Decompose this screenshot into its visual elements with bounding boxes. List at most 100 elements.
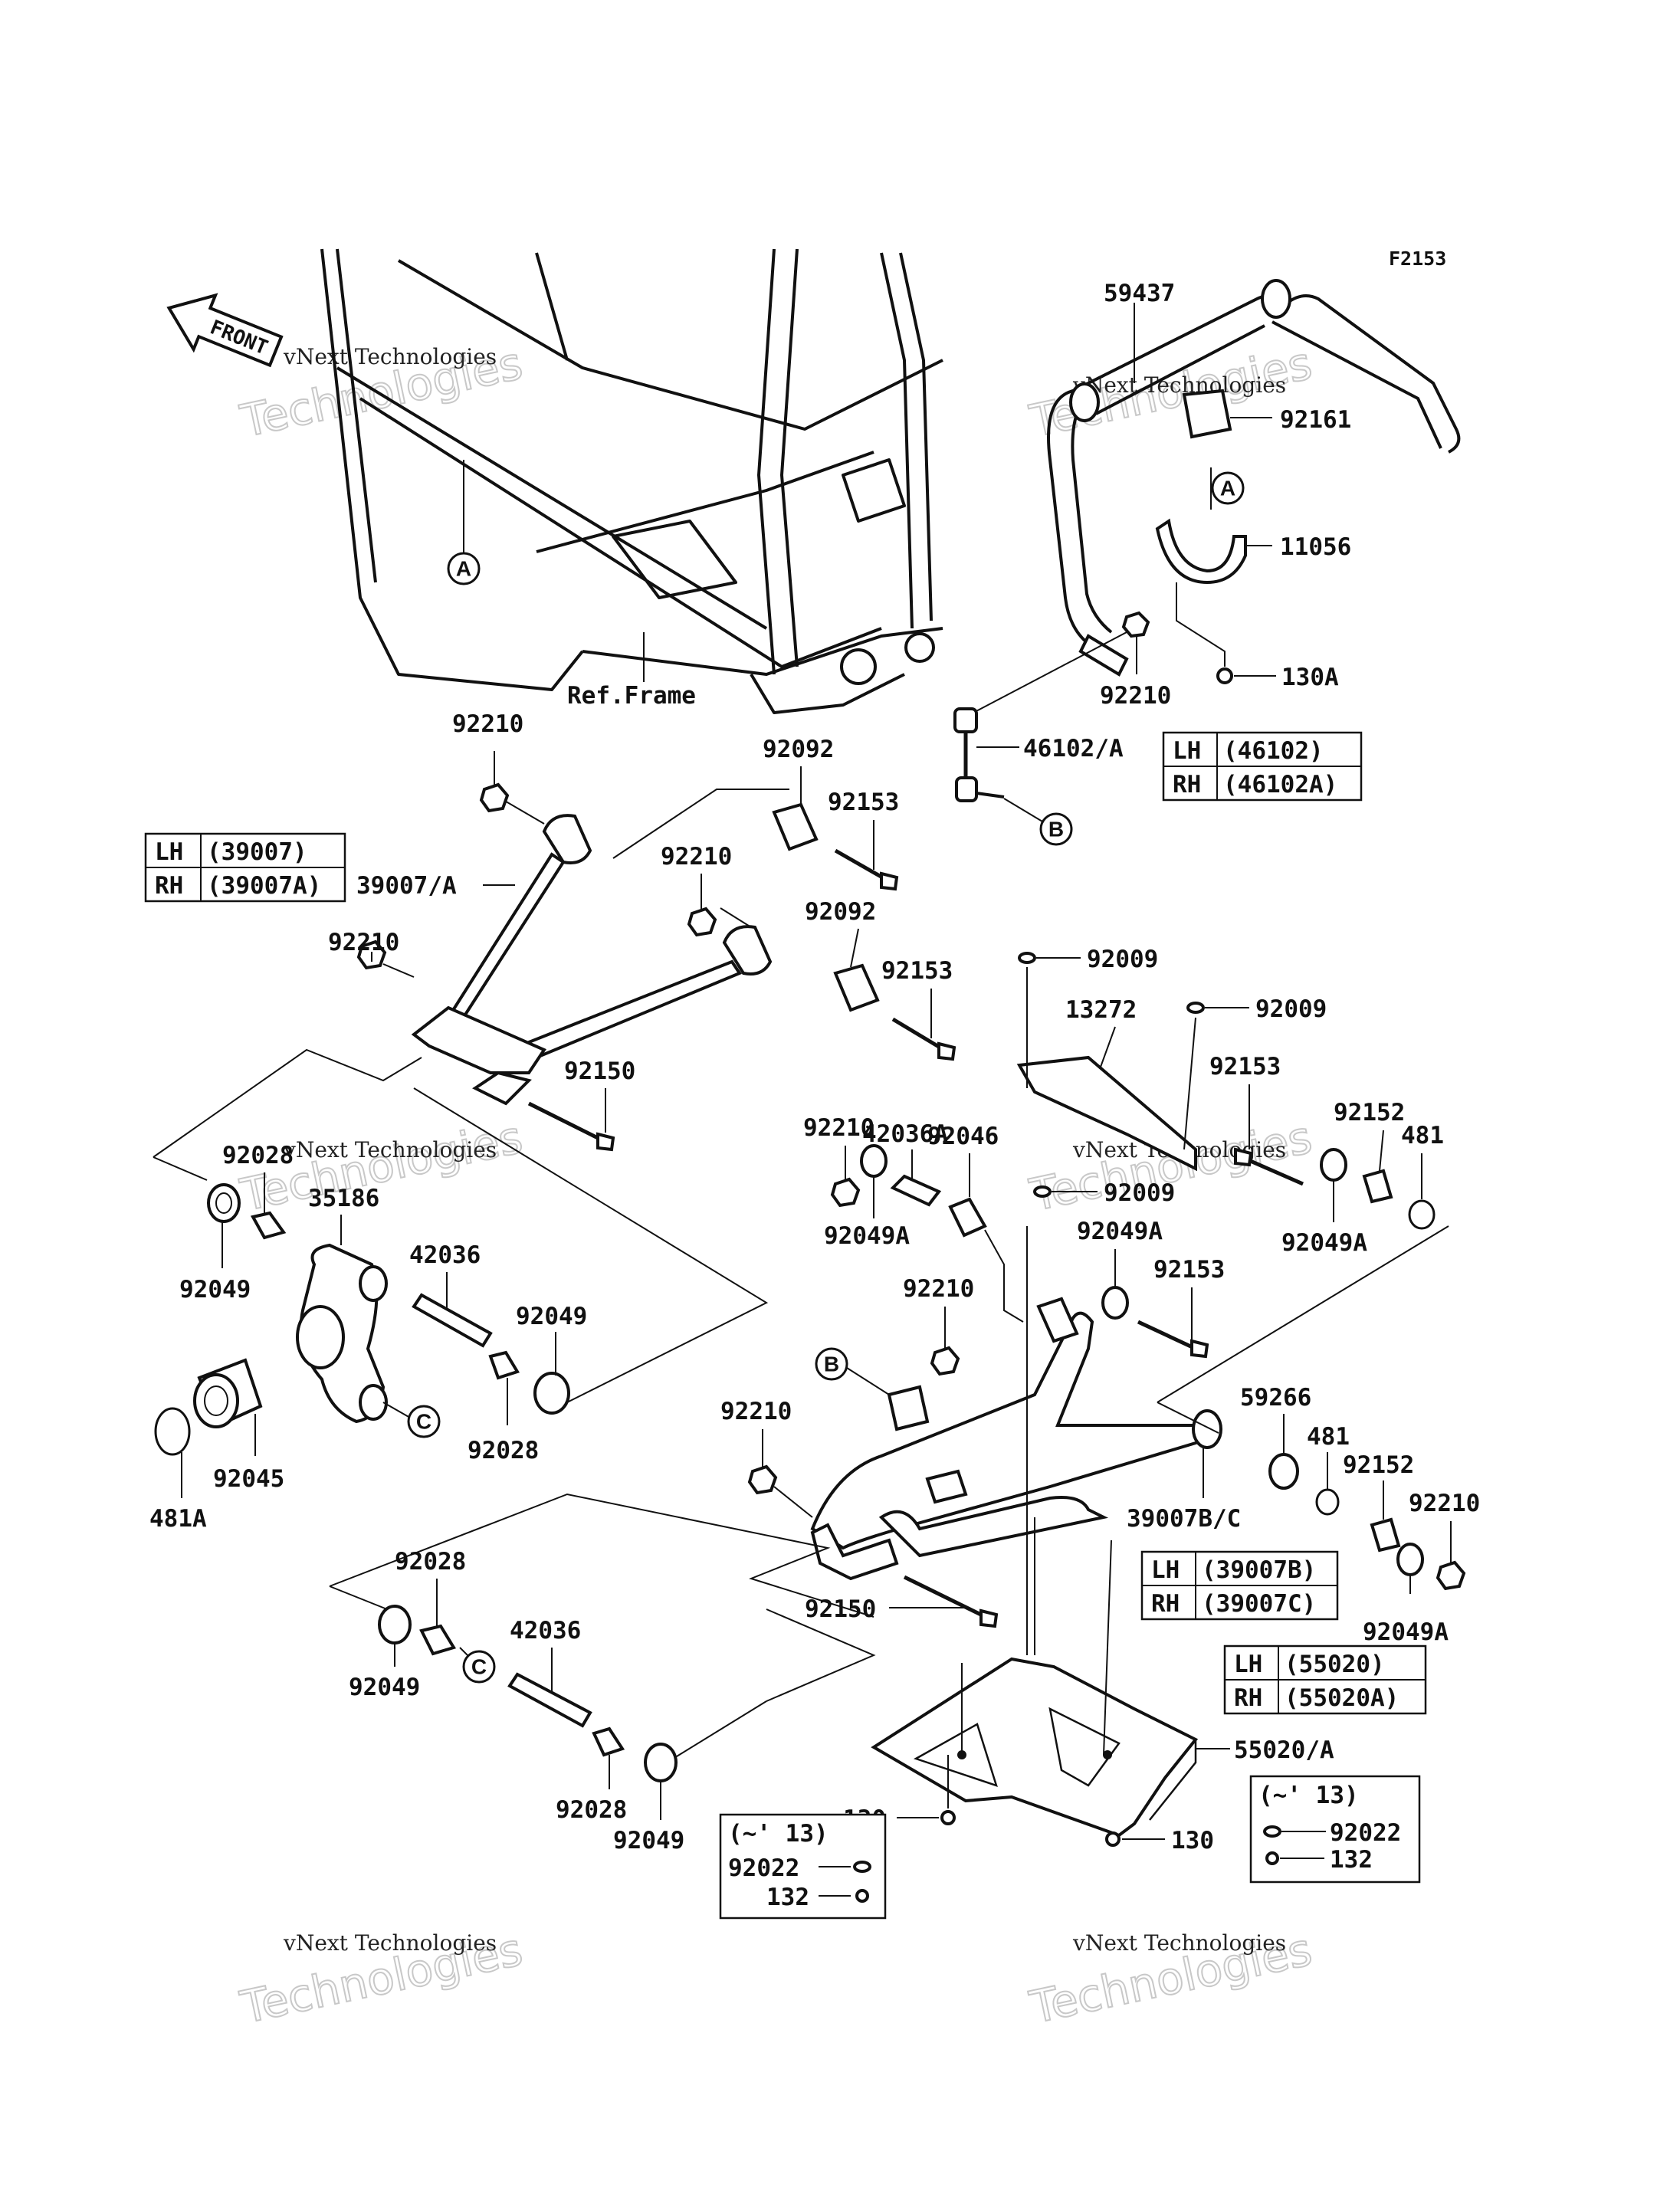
leader-line	[766, 1608, 876, 1702]
watermark-text: vNext Technologies	[283, 1137, 497, 1162]
part-label-92049-d: 92049	[613, 1827, 684, 1854]
frame-rail	[320, 248, 584, 691]
stabilizer-bar	[1047, 389, 1105, 661]
part-92152-collar	[1362, 1169, 1393, 1204]
arm-bracket-b	[887, 1385, 930, 1431]
part-92161-bushing	[1182, 389, 1232, 439]
part-481-circlip	[1315, 1488, 1340, 1516]
part-92009-screw	[1018, 952, 1036, 964]
leader-line	[720, 907, 752, 928]
part-13272-guard	[1016, 1055, 1197, 1172]
bar-end	[1261, 279, 1291, 319]
part-label-92046: 92046	[927, 1123, 999, 1150]
part-130-bolt	[940, 1810, 956, 1825]
frame-rail	[336, 248, 377, 583]
leader-line	[1176, 582, 1226, 667]
part-92028-collar	[592, 1726, 625, 1757]
frame-rail	[336, 366, 768, 630]
part-label-92009-b: 92009	[1255, 995, 1327, 1023]
frame-upright	[880, 252, 914, 629]
watermark-top-left: Technologies vNext Technologies	[235, 336, 528, 448]
circle-ref-b-arm: B	[815, 1347, 848, 1381]
part-label-92153-d: 92153	[1153, 1256, 1225, 1284]
frame-bushing	[904, 632, 935, 663]
table-39007: LH RH (39007) (39007A)	[144, 832, 346, 903]
part-92092-bushing	[772, 802, 819, 851]
washer-icon	[1263, 1825, 1281, 1838]
circle-ref-letter: A	[1220, 477, 1235, 500]
stabilizer-bar	[1286, 294, 1461, 454]
part-label-92152-b: 92152	[1343, 1451, 1414, 1479]
note-box-left: (~' 13) 92022 132	[719, 1813, 887, 1920]
part-481-circlip	[1408, 1199, 1436, 1230]
table-rh: RH	[1234, 1684, 1262, 1712]
part-92210-nut	[1436, 1560, 1466, 1591]
part-label-92153-c: 92153	[1209, 1053, 1281, 1080]
arm-ball-joint-plate	[472, 1071, 532, 1106]
part-label-42036-a: 42036	[409, 1241, 481, 1269]
part-label-92028-b: 92028	[468, 1437, 539, 1464]
table-lh: LH	[1173, 737, 1201, 765]
circle-ref	[815, 1347, 848, 1381]
frame-upright	[899, 252, 933, 621]
part-label-92092-b: 92092	[805, 898, 876, 926]
leader-line	[973, 631, 1127, 713]
part-92150-bolt	[527, 1101, 607, 1144]
bar-end-bracket	[1078, 634, 1129, 677]
part-label-92150-a: 92150	[564, 1058, 635, 1085]
part-label-92009-a: 92009	[1087, 946, 1158, 973]
bolt-icon	[855, 1889, 869, 1903]
front-arrow: FRONT	[166, 293, 284, 368]
part-130A-bolt	[1216, 667, 1233, 684]
washer-icon	[853, 1861, 871, 1873]
skid-plate-cutout	[1048, 1707, 1121, 1787]
frame-upright	[780, 248, 799, 667]
skid-plate-edge	[1134, 1707, 1197, 1821]
part-92049-seal	[533, 1372, 570, 1415]
table-lh: LH	[1234, 1651, 1262, 1678]
part-46102-link	[953, 631, 1127, 802]
leader-line	[153, 1156, 208, 1181]
part-42036-tube	[412, 1293, 493, 1348]
part-label-92210-e: 92210	[803, 1114, 874, 1142]
arm-tube	[450, 852, 566, 1026]
part-label-92210-d: 92210	[661, 843, 732, 871]
note-title: (~' 13)	[1258, 1782, 1359, 1809]
knuckle-eye	[359, 1265, 388, 1302]
skid-plate	[871, 1657, 1199, 1838]
note-part-2: 132	[1330, 1846, 1373, 1874]
frame-upright	[757, 248, 776, 675]
frame-crossmember	[536, 451, 874, 553]
frame-rail	[397, 259, 943, 431]
part-42036A-tube	[890, 1174, 942, 1207]
circle-ref-letter: B	[824, 1353, 839, 1376]
frame-bushing	[840, 648, 877, 685]
arm-shock-mount	[1036, 1297, 1079, 1343]
part-92049-seal	[378, 1605, 412, 1644]
circle-ref	[462, 1650, 496, 1684]
arm-pivot	[810, 1523, 899, 1581]
leader-line	[850, 928, 859, 968]
table-lh: LH	[1151, 1556, 1180, 1584]
part-label-92210-g: 92210	[720, 1398, 792, 1425]
part-label-42036-b: 42036	[510, 1617, 581, 1644]
arm-tube	[527, 959, 743, 1060]
leader-line	[413, 1087, 769, 1403]
part-92153-bolt	[1240, 1155, 1304, 1186]
bolt-icon	[1265, 1851, 1279, 1865]
part-label-130-b: 130	[1171, 1827, 1214, 1854]
part-label-92045: 92045	[213, 1465, 284, 1493]
table-rh-value: (39007C)	[1202, 1590, 1316, 1618]
table-46102: LH RH (46102) (46102A)	[1162, 731, 1363, 802]
part-92092-bushing	[833, 963, 880, 1012]
part-92049A-seal	[860, 1144, 888, 1178]
leader-line	[1183, 1017, 1196, 1150]
part-92009-screw	[1186, 1002, 1205, 1014]
table-lh-value: (46102)	[1223, 737, 1324, 765]
link-ball-joint	[953, 707, 978, 733]
frame-bracket	[612, 520, 737, 599]
bolt-head	[596, 1132, 615, 1152]
arm-mount	[925, 1469, 968, 1504]
table-lh-value: (55020)	[1285, 1651, 1385, 1678]
stabilizer-bar	[1271, 320, 1442, 449]
